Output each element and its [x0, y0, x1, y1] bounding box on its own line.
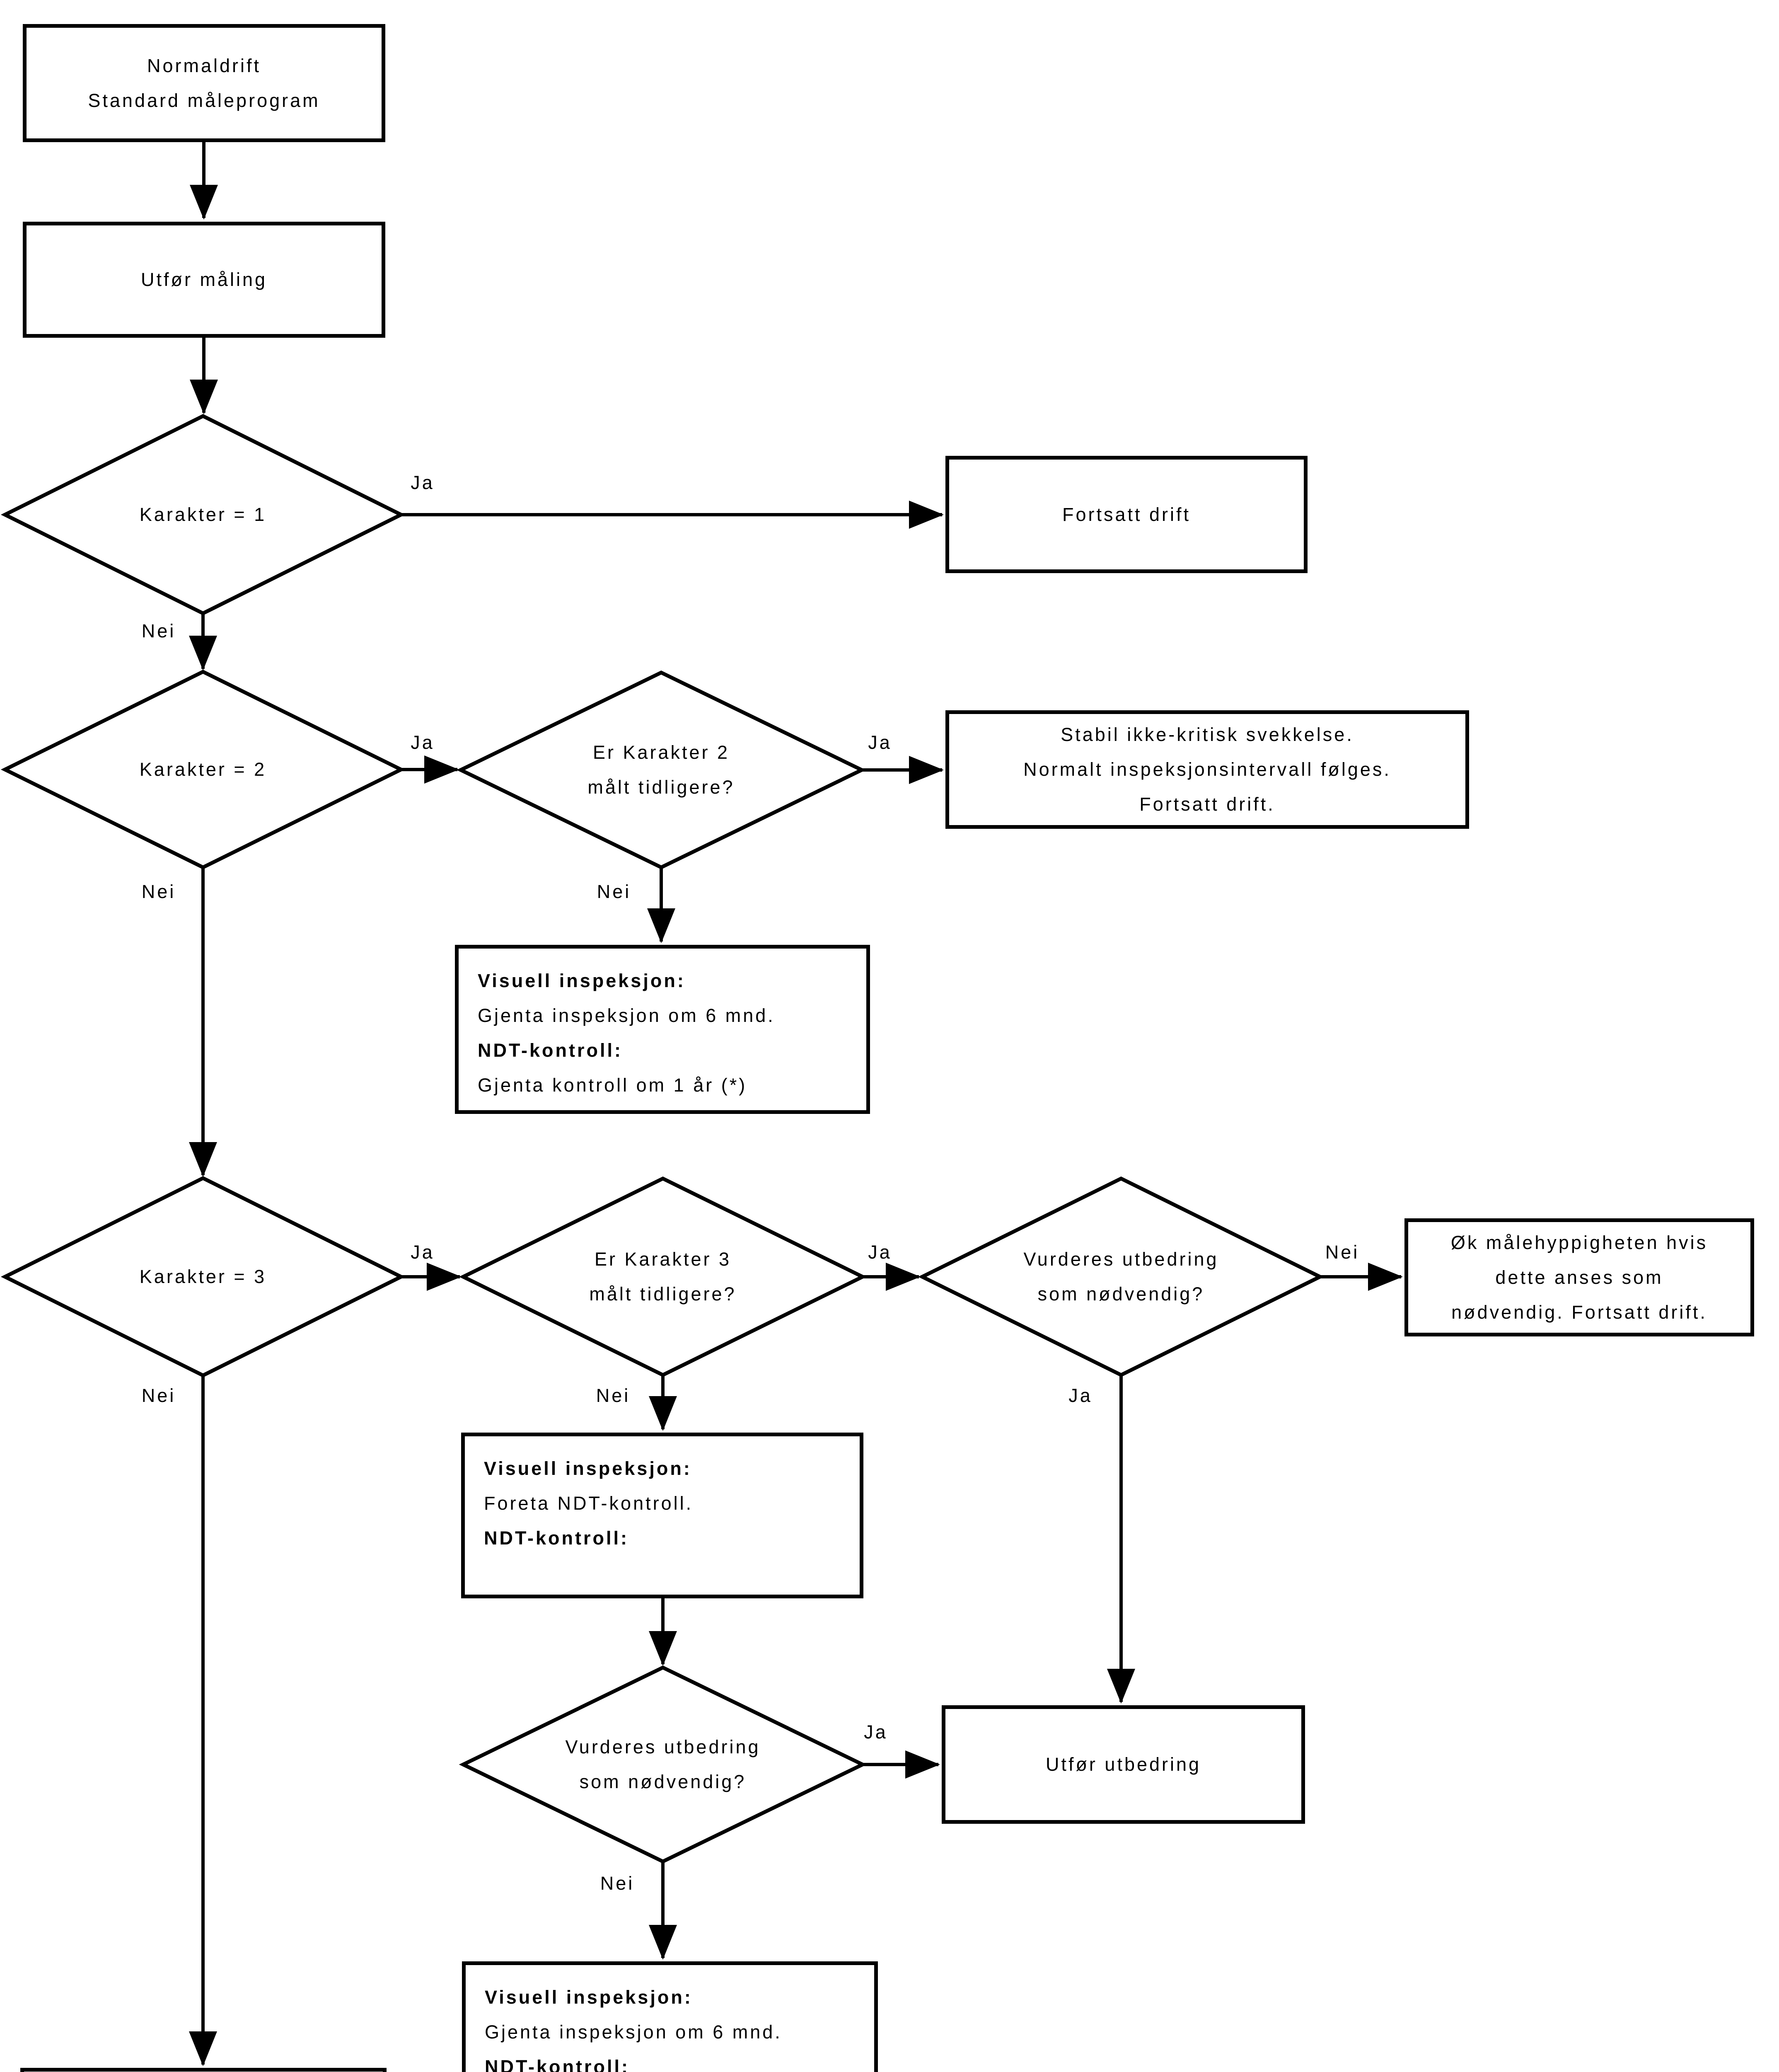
box-line: Normaldrift [147, 55, 261, 76]
edge-label-nei: Nei [141, 620, 176, 641]
box-line: Fortsatt drift. [1139, 794, 1275, 815]
box-line: Normalt inspeksjonsintervall følges. [1023, 759, 1391, 780]
inspeksjon-k2-box: Visuell inspeksjon: Gjenta inspeksjon om… [455, 945, 870, 1114]
box-line: Visuell inspeksjon: [478, 970, 686, 991]
edge-label-nei: Nei [1325, 1242, 1360, 1263]
karakter-1-decision-shape [0, 414, 406, 616]
edge-label-nei: Nei [141, 1385, 176, 1406]
edge-label-ja: Ja [864, 1721, 888, 1743]
fortsatt-drift-box: Fortsatt drift [945, 456, 1308, 573]
box-line: Gjenta kontroll om 1 år (*) [478, 1075, 747, 1096]
box-line: Fortsatt drift [1062, 503, 1191, 525]
karakter-3-decision-shape [0, 1176, 406, 1378]
vurderes-utbedring-1-decision-shape [918, 1176, 1325, 1377]
box-line: NDT-kontroll: [478, 1040, 623, 1061]
vurderes-utbedring-2-decision-shape [459, 1665, 867, 1864]
box-line: nødvendig. Fortsatt drift. [1451, 1301, 1707, 1323]
edge-label-nei: Nei [596, 1385, 631, 1406]
edge-label-nei: Nei [600, 1873, 635, 1894]
box-line: Gjenta inspeksjon om 6 mnd. [478, 1005, 775, 1026]
box-line: Øk målehyppigheten hvis [1450, 1232, 1708, 1253]
edge-label-ja: Ja [411, 472, 435, 493]
edge-label-ja: Ja [411, 1242, 435, 1263]
karakter-4-box: Karakter = 4 Utbedring må gjøres før agg… [20, 2068, 387, 2072]
box-line: Visuell inspeksjon: [484, 1458, 692, 1479]
er-karakter-3-decision-shape [459, 1176, 867, 1377]
er-karakter-2-decision-shape [456, 670, 866, 870]
box-line: Gjenta inspeksjon om 6 mnd. [485, 2021, 782, 2043]
ok-malehyppighet-box: Øk målehyppigheten hvis dette anses som … [1404, 1218, 1754, 1336]
normaldrift-box: Normaldrift Standard måleprogram [23, 24, 385, 142]
box-line: NDT-kontroll: [484, 1527, 629, 1549]
box-line: dette anses som [1495, 1266, 1663, 1288]
box-line: Foreta NDT-kontroll. [484, 1493, 694, 1514]
karakter-2-decision-shape [0, 669, 406, 870]
box-line: - [484, 1585, 492, 1607]
edge-label-ja: Ja [868, 1242, 892, 1263]
inspeksjon-k3-box: Visuell inspeksjon: Foreta NDT-kontroll.… [461, 1433, 863, 1607]
box-line: NDT-kontroll: [485, 2056, 630, 2072]
edge-label-ja: Ja [1068, 1385, 1093, 1406]
box-line: Standard måleprogram [88, 90, 320, 111]
edge-label-ja: Ja [411, 732, 435, 753]
box-line: Utfør utbedring [1045, 1754, 1201, 1775]
box-line: Visuell inspeksjon: [485, 1987, 693, 2008]
edge-label-nei: Nei [597, 881, 631, 902]
box-line: Stabil ikke-kritisk svekkelse. [1061, 724, 1354, 745]
stabil-svekkelse-box: Stabil ikke-kritisk svekkelse. Normalt i… [945, 710, 1469, 829]
inspeksjon-k3-nei-box: Visuell inspeksjon: Gjenta inspeksjon om… [462, 1961, 878, 2072]
edge-label-ja: Ja [868, 732, 892, 753]
utfor-maling-box: Utfør måling [23, 222, 385, 338]
utfor-utbedring-box: Utfør utbedring [942, 1705, 1305, 1824]
edge-label-nei: Nei [141, 881, 176, 902]
box-line: Utfør måling [140, 269, 268, 290]
